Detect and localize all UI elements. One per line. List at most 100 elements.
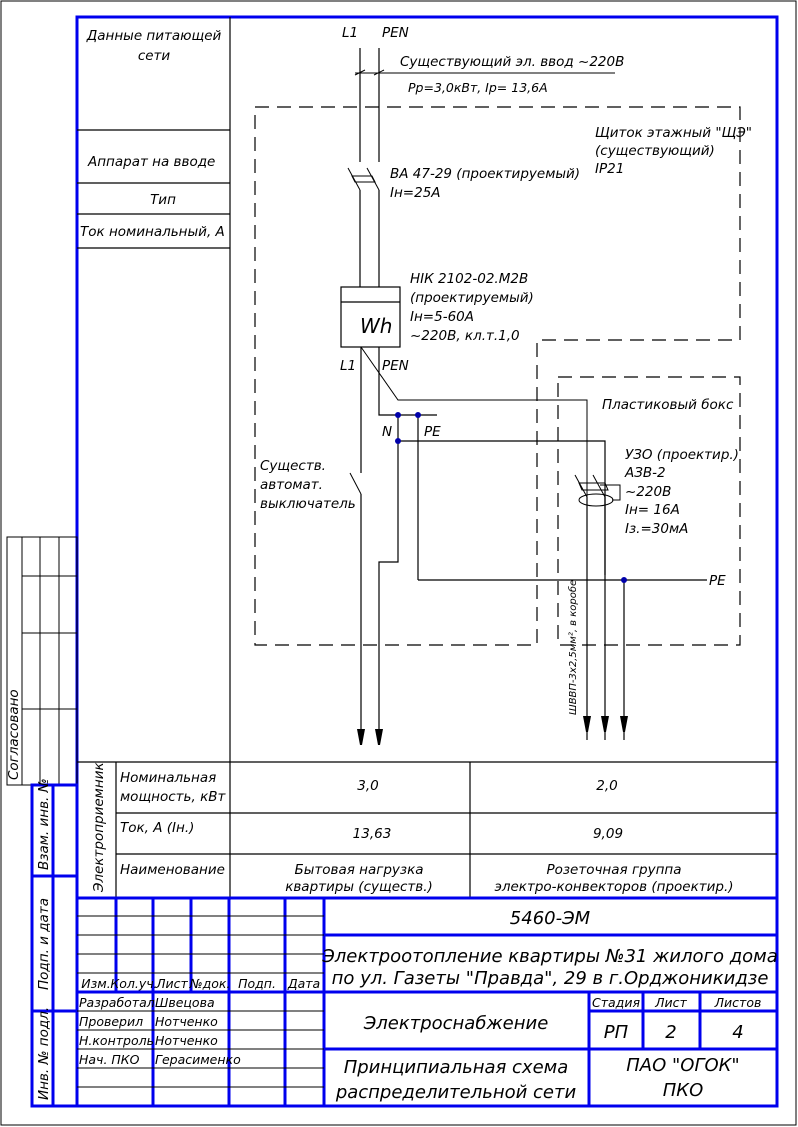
rev-header-list: Лист <box>155 976 188 991</box>
schematic: L1 PEN Существующий эл. ввод ~220В Рр=3,… <box>254 25 752 745</box>
section-title: Электроснабжение <box>363 1013 549 1034</box>
rcd-symbol <box>574 474 621 740</box>
project-title-2: по ул. Газеты "Правда", 29 в г.Орджоники… <box>332 968 769 989</box>
supply-table: Данные питающей сети Аппарат на вводе Ти… <box>77 17 231 900</box>
junction-dot <box>415 412 421 418</box>
n-label: N <box>382 424 392 440</box>
existing-breaker-label-1: Существ. <box>260 458 326 474</box>
network-data-label-2: сети <box>138 48 171 64</box>
stage-value: РП <box>604 1022 629 1043</box>
meter-box <box>340 286 401 348</box>
floor-panel-boundary <box>254 106 741 646</box>
sheets-label: Листов <box>714 995 762 1010</box>
rev-header-ndok: №док. <box>189 976 231 991</box>
cable-label: ШВВП-3х2,5мм², в коробе <box>567 580 579 715</box>
rcd-current-transformer <box>578 493 614 507</box>
panel-label-1: Щиток этажный "ЩЭ" <box>595 125 752 141</box>
rcd-label-3: ~220В <box>625 484 671 500</box>
existing-input-label: Существующий эл. ввод ~220В <box>400 54 624 70</box>
outgoing-arrows <box>357 716 628 745</box>
sheet-value: 2 <box>665 1022 676 1043</box>
sig-role-2: Проверил <box>79 1014 143 1029</box>
rcd-label-2: АЗВ-2 <box>624 465 666 481</box>
l1-tap-to-rcd <box>360 346 588 575</box>
n-wire-to-rcd <box>398 440 606 575</box>
sig-role-1: Разработал <box>79 995 155 1010</box>
main-breaker-label-2: Iн=25А <box>390 185 441 201</box>
consumers-table: Электроприемник Номинальная мощность, кВ… <box>77 761 777 898</box>
doc-code: 5460-ЭМ <box>510 908 591 929</box>
phase-mid-label: L1 <box>340 358 356 374</box>
title-block: Изм. Кол.уч. Лист №док. Подп. Дата Разра… <box>75 896 779 1108</box>
inv-orig-label: Инв. № подл. <box>36 1007 52 1100</box>
meter-symbol: Wh <box>360 314 392 338</box>
sig-name-3: Нотченко <box>155 1033 218 1048</box>
arrow-head <box>620 716 628 732</box>
arrow-head <box>583 716 591 732</box>
energy-meter-symbol: Wh <box>340 286 401 348</box>
sig-name-4: Герасименко <box>155 1052 241 1067</box>
power-label-2: мощность, кВт <box>120 789 226 805</box>
type-label: Тип <box>150 192 176 208</box>
rev-header-izm: Изм. <box>81 976 110 991</box>
current-value-2: 9,09 <box>593 826 623 842</box>
drawing-title-2: распределительной сети <box>335 1082 577 1103</box>
arrow-head <box>357 729 365 745</box>
rated-current-label: Ток номинальный, А <box>80 224 225 240</box>
name-value-2b: электро-конвекторов (проектир.) <box>494 879 733 895</box>
side-strip: Согласовано Взам. инв. № Подп. и дата Ин… <box>6 536 79 1108</box>
rev-header-data: Дата <box>287 976 320 991</box>
plastic-box-label: Пластиковый бокс <box>602 397 734 413</box>
rcd-contact <box>574 474 588 498</box>
project-title-1: Электроотопление квартиры №31 жилого дом… <box>321 946 778 967</box>
rcd-label-5: Iз.=30мА <box>625 521 688 537</box>
junction-dot <box>395 438 401 444</box>
phase-top-label: L1 <box>342 25 358 41</box>
main-breaker-label-1: ВА 47-29 (проектируемый) <box>390 166 580 182</box>
drawing-title-1: Принципиальная схема <box>344 1057 569 1078</box>
title-block-frame <box>75 896 779 1108</box>
sig-name-1: Швецова <box>155 995 215 1010</box>
rev-header-koluch: Кол.уч. <box>110 976 157 991</box>
calc-power-label: Рр=3,0кВт, Iр= 13,6А <box>408 80 548 95</box>
pen-mid-label: PEN <box>382 358 409 374</box>
junction-dot <box>395 412 401 418</box>
sig-name-2: Нотченко <box>155 1014 218 1029</box>
stage-label: Стадия <box>592 995 640 1010</box>
rcd-link <box>578 482 609 491</box>
sign-date-label: Подп. и дата <box>36 898 52 990</box>
n-wire-existing <box>378 415 399 740</box>
pen-top-label: PEN <box>382 25 409 41</box>
name-value-1a: Бытовая нагрузка <box>294 862 423 878</box>
agreed-label: Согласовано <box>6 689 22 780</box>
consumers-group-label: Электроприемник <box>91 762 107 893</box>
sheets-value: 4 <box>732 1022 743 1043</box>
power-label-1: Номинальная <box>120 770 216 786</box>
rcd-contact <box>592 474 606 498</box>
name-value-1b: квартиры (существ.) <box>285 879 433 895</box>
existing-breaker-label-2: автомат. <box>260 477 323 493</box>
input-device-label: Аппарат на вводе <box>87 154 215 170</box>
meter-label-1: НІК 2102-02.М2В <box>410 271 528 287</box>
meter-label-3: Iн=5-60А <box>410 309 474 325</box>
network-data-label-1: Данные питающей <box>86 28 222 44</box>
rcd-label-1: УЗО (проектир.) <box>625 447 739 463</box>
arrow-head <box>601 716 609 732</box>
name-value-2a: Розеточная группа <box>546 862 681 878</box>
existing-breaker-label-3: выключатель <box>260 496 356 512</box>
meter-label-4: ~220В, кл.т.1,0 <box>410 328 520 344</box>
current-label: Ток, А (Iн.) <box>120 820 194 836</box>
ref-inv-label: Взам. инв. № <box>36 778 52 870</box>
panel-label-3: IP21 <box>595 161 624 177</box>
current-value-1: 13,63 <box>353 826 392 842</box>
rcd-trip-path <box>600 484 621 501</box>
power-value-2: 2,0 <box>596 778 617 794</box>
sheet-label: Лист <box>654 995 687 1010</box>
pe-label: PE <box>424 424 441 440</box>
breaker-link <box>351 175 376 183</box>
rev-header-podp: Подп. <box>238 976 276 991</box>
pe-right-label: PE <box>709 573 726 589</box>
plastic-box-boundary <box>557 376 741 646</box>
